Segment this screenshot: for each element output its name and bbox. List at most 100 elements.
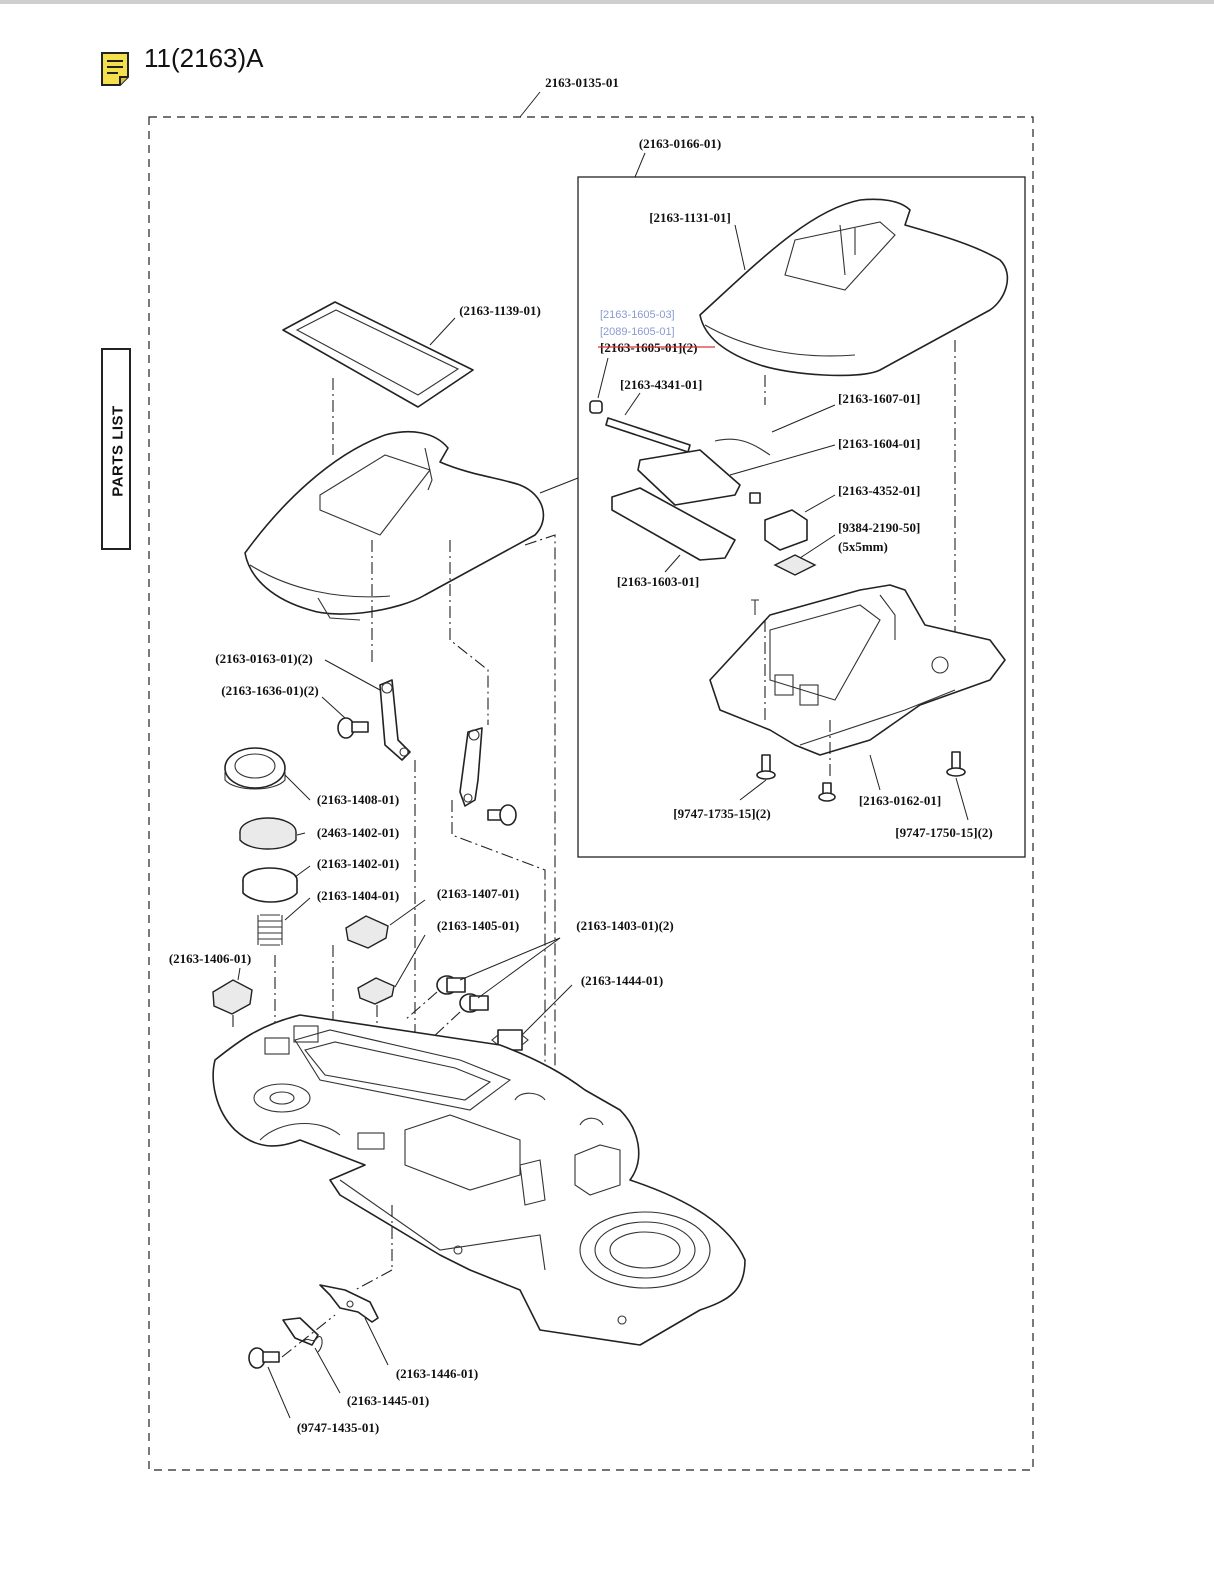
subassembly-link-leader	[539, 477, 579, 494]
pin-part	[589, 400, 603, 414]
p1445-label: (2163-1445-01)	[347, 1393, 429, 1408]
p1139-leader	[429, 317, 456, 346]
p1603-label: [2163-1603-01]	[617, 574, 699, 589]
screw-top-part	[751, 599, 759, 615]
collar-part	[749, 492, 761, 504]
page-header: 11(2163)A	[100, 42, 264, 94]
p1636-leader	[321, 696, 346, 719]
spring-1404-part	[258, 914, 282, 946]
button-1403-dash-a	[404, 991, 438, 1021]
cover-dash-2	[449, 540, 489, 725]
p1407-leader	[389, 899, 426, 926]
cap-2463-part	[239, 817, 297, 850]
p1446-label: (2163-1446-01)	[396, 1366, 478, 1381]
subassembly-leader	[634, 152, 646, 178]
p9747-1735-leader	[739, 779, 767, 801]
p0163-leader	[324, 659, 381, 691]
screw-1636-a-part	[337, 717, 369, 739]
button-1403-b-part	[459, 993, 489, 1013]
base-chassis-part	[212, 1014, 746, 1346]
p9384-label: [9384-2190-50]	[838, 520, 920, 535]
pad-1407-part	[345, 915, 389, 949]
p1139-label: (2163-1139-01)	[459, 303, 541, 318]
plate-1603-part	[611, 487, 736, 561]
lever-0163-a-part	[379, 679, 411, 761]
top-cover-part	[699, 198, 1009, 377]
page-title: 11(2163)A	[144, 42, 264, 73]
p1404-leader	[284, 897, 311, 921]
p1405-label: (2163-1405-01)	[437, 918, 519, 933]
p1605-alt-label: [2089-1605-01]	[600, 326, 675, 338]
p4341-label: [2163-4341-01]	[620, 377, 702, 392]
lever-0163-b-part	[459, 727, 483, 807]
subassembly-box	[577, 176, 1026, 858]
p0162-label: [2163-0162-01]	[859, 793, 941, 808]
block-4352-part	[764, 509, 808, 551]
p1403-label: (2163-1403-01)(2)	[576, 918, 673, 933]
p2463-label: (2463-1402-01)	[317, 825, 399, 840]
assembly-label: 2163-0135-01	[545, 75, 619, 90]
p1603-leader	[664, 554, 681, 573]
spring-1404-outline	[257, 915, 283, 945]
note-icon[interactable]	[100, 51, 130, 87]
subassembly-label: (2163-0166-01)	[639, 136, 721, 151]
p0163-label: (2163-0163-01)(2)	[215, 651, 312, 666]
button-1403-dash-b	[429, 1011, 461, 1041]
p1407-label: (2163-1407-01)	[437, 886, 519, 901]
screw-0162-part	[818, 782, 836, 802]
p1403-leader-b	[477, 937, 561, 999]
p1405-leader	[394, 934, 426, 988]
p1445-leader	[314, 1347, 341, 1394]
cap-1402-part	[242, 867, 298, 903]
screw-1435-dash	[281, 1314, 336, 1358]
bracket-1446-part	[319, 1284, 379, 1323]
frame-0162-part	[709, 584, 1006, 756]
switch-1444-part	[491, 1029, 529, 1051]
p1131-label: [2163-1131-01]	[649, 210, 731, 225]
p9747-1750-leader	[955, 777, 969, 821]
p1607-label: [2163-1607-01]	[838, 391, 920, 406]
lever-dash-2	[451, 800, 546, 1110]
top-rule	[0, 0, 1214, 4]
pad-1405-part	[357, 977, 395, 1005]
p1446-leader	[364, 1317, 389, 1366]
p9747-1435-leader	[267, 1366, 291, 1419]
cover-dash-3	[524, 534, 556, 1085]
ring-1408-part	[224, 747, 286, 790]
p1403-leader-a	[459, 937, 561, 981]
base-dash-2	[354, 1269, 393, 1291]
p1604-label: [2163-1604-01]	[838, 436, 920, 451]
rod-part	[605, 417, 691, 453]
p1444-leader	[521, 984, 573, 1036]
p1605-leader	[597, 357, 609, 399]
p1607-leader	[771, 404, 836, 433]
p1402-leader	[294, 865, 311, 878]
screw-1435-part	[248, 1347, 280, 1369]
p1605-revised-label: [2163-1605-03]	[600, 309, 675, 321]
p4352-label: [2163-4352-01]	[838, 483, 920, 498]
p9747-1750-label: [9747-1750-15](2)	[895, 825, 992, 840]
p1131-leader	[734, 224, 746, 271]
p1406-label: (2163-1406-01)	[169, 951, 251, 966]
p2463-leader	[296, 832, 306, 836]
p1444-label: (2163-1444-01)	[581, 973, 663, 988]
screw-1735-part	[756, 754, 776, 780]
p1404-label: (2163-1404-01)	[317, 888, 399, 903]
button-1403-a-part	[436, 975, 466, 995]
p1406-leader	[237, 967, 241, 981]
p1408-leader	[284, 774, 311, 801]
p4352-leader	[804, 494, 836, 513]
p9384-size-label: (5x5mm)	[838, 539, 888, 554]
parts-list-tab[interactable]: PARTS LIST	[101, 348, 131, 550]
spring-1445-part	[282, 1317, 323, 1353]
p9747-1735-label: [9747-1735-15](2)	[673, 806, 770, 821]
spring-wire-part	[714, 438, 771, 456]
screw-1636-b-part	[487, 804, 517, 826]
button-1604-part	[637, 449, 741, 506]
p1402-label: (2163-1402-01)	[317, 856, 399, 871]
p1636-label: (2163-1636-01)(2)	[221, 683, 318, 698]
pad-9384-part	[773, 554, 817, 576]
assembly-frame	[148, 116, 1034, 1471]
p1604-leader	[729, 444, 836, 476]
